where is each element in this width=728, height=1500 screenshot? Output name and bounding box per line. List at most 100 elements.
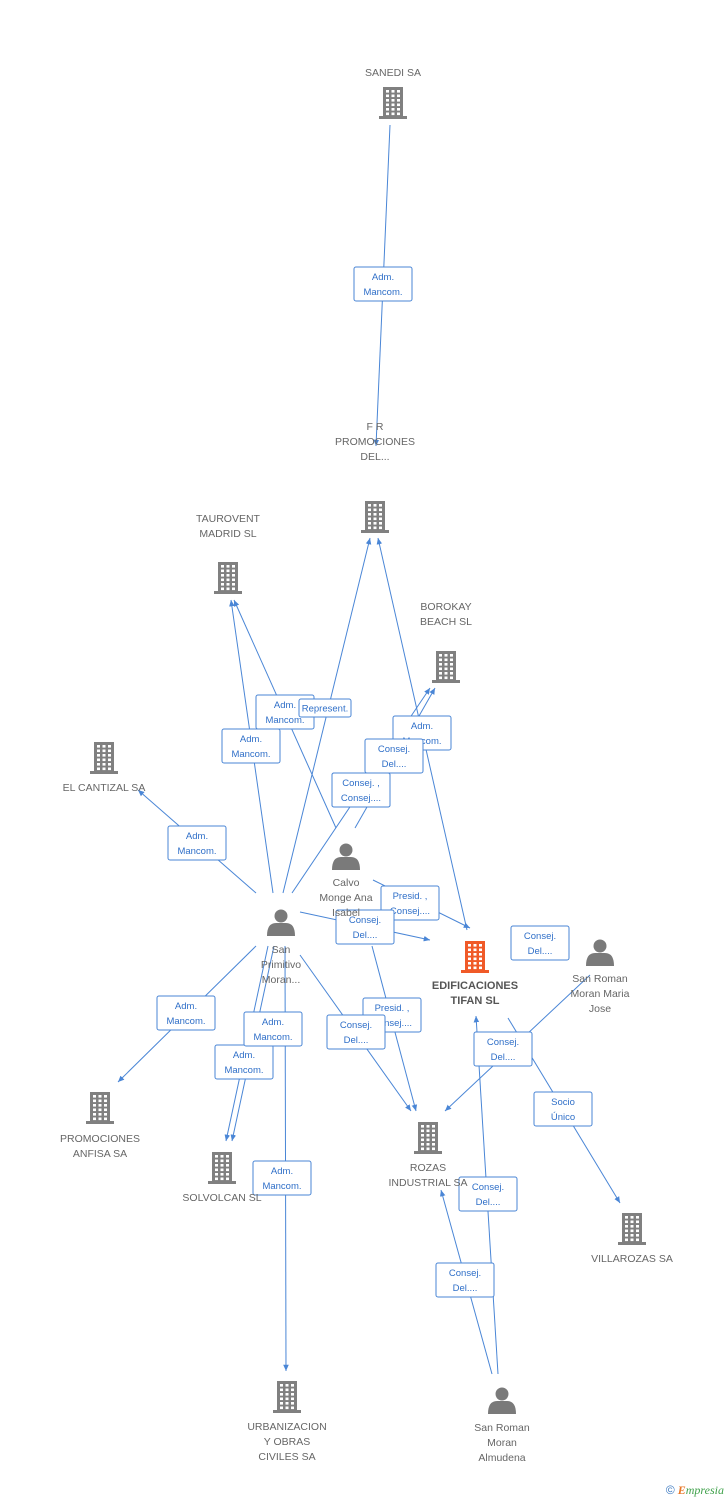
edge-label-text: Adm. xyxy=(233,1050,255,1061)
node-primitivo[interactable]: SanPrimitivoMoran... xyxy=(261,909,301,987)
edge-label-box[interactable] xyxy=(364,738,424,774)
node-label: DEL... xyxy=(360,451,389,463)
edge-label-primitivo-tifan[interactable]: Consej.Del.... xyxy=(335,909,395,945)
edge-label-text: Socio xyxy=(551,1097,575,1108)
node-label: Almudena xyxy=(478,1452,525,1464)
building-icon xyxy=(414,1122,442,1154)
edge-label-text: Adm. xyxy=(262,1017,284,1028)
edge-label-text: Mancom. xyxy=(231,749,270,760)
building-icon xyxy=(208,1152,236,1184)
edge-label-text: Consej. , xyxy=(342,778,380,789)
node-villarozas[interactable]: VILLAROZAS SA xyxy=(591,1213,673,1265)
building-icon xyxy=(214,562,242,594)
node-label: SOLVOLCAN SL xyxy=(182,1192,261,1204)
edge-label-primitivo-rozas[interactable]: Consej.Del.... xyxy=(326,1014,386,1050)
node-label: BOROKAY xyxy=(420,601,471,613)
node-label: Monge Ana xyxy=(319,892,372,904)
edge-label-box[interactable] xyxy=(353,266,413,302)
building-icon xyxy=(432,651,460,683)
node-taurovent[interactable]: TAUROVENT MADRID SL xyxy=(196,513,261,594)
edge-label-box[interactable] xyxy=(533,1091,593,1127)
edge-label-box[interactable] xyxy=(326,1014,386,1050)
node-label: Y OBRAS xyxy=(264,1436,311,1448)
node-cantizal[interactable]: EL CANTIZAL SA xyxy=(63,742,146,794)
edge-label-almudena-tifan[interactable]: Consej.Del.... xyxy=(458,1176,518,1212)
edge-label-box[interactable] xyxy=(243,1011,303,1047)
edge-label-almudena-rozas[interactable]: Consej. Del.... xyxy=(435,1262,495,1298)
person-icon xyxy=(586,939,614,966)
edge-label-text: Del.... xyxy=(453,1283,478,1294)
edge-label-calvo-borokay[interactable]: Consej.Del.... xyxy=(364,738,424,774)
edge-label-text: Del.... xyxy=(476,1197,501,1208)
node-label: Primitivo xyxy=(261,959,301,971)
node-label: ANFISA SA xyxy=(73,1148,127,1160)
edge-label-primitivo-cantizal[interactable]: Adm.Mancom. xyxy=(167,825,227,861)
edge-label-text: Adm. xyxy=(274,700,296,711)
node-label: Moran... xyxy=(262,974,301,986)
edge-label-mariajose-tifan[interactable]: Consej.Del.... xyxy=(473,1031,533,1067)
edge-label-sanedi-frpromo[interactable]: Adm. Mancom. xyxy=(353,266,413,302)
edge-label-box[interactable] xyxy=(473,1031,533,1067)
edge-label-text: Mancom. xyxy=(177,846,216,857)
edge-label-text: Adm. xyxy=(372,272,394,283)
edge-label-text: Presid. , xyxy=(375,1003,410,1014)
edge-label-text: Mancom. xyxy=(363,287,402,298)
node-solvolcan[interactable]: SOLVOLCAN SL xyxy=(182,1152,262,1204)
edge-label-box[interactable] xyxy=(167,825,227,861)
node-label: F R xyxy=(367,421,384,433)
edge-label-primitivo-taurovent[interactable]: Adm.Mancom. xyxy=(221,728,281,764)
node-sanedi[interactable]: SANEDI SA xyxy=(365,67,421,119)
edge-label-text: Consej. xyxy=(449,1268,481,1279)
edge-label-primitivo-borokay[interactable]: Consej. ,Consej.... xyxy=(331,772,391,808)
edge-label-primitivo-anfisa[interactable]: Adm. Mancom. xyxy=(156,995,216,1031)
edge-label-primitivo-urbanizacion[interactable]: Adm.Mancom. xyxy=(252,1160,312,1196)
edge-label-text: Mancom. xyxy=(265,715,304,726)
edge-label-mariajose-rozas[interactable]: Consej.Del.... xyxy=(510,925,570,961)
building-icon xyxy=(90,742,118,774)
edge-label-box[interactable] xyxy=(458,1176,518,1212)
edge-labels-layer: Adm.Mancom.Adm.Mancom.Adm.Mancom.Represe… xyxy=(156,266,593,1298)
edge-label-text: Consej.... xyxy=(390,906,430,917)
node-label: TAUROVENT xyxy=(196,513,261,525)
edge-label-box[interactable] xyxy=(221,728,281,764)
brand-initial: E xyxy=(677,1483,686,1497)
copyright-symbol: © xyxy=(665,1483,675,1497)
person-icon xyxy=(267,909,295,936)
node-label: URBANIZACION xyxy=(247,1421,326,1433)
edge-label-primitivo-solvolcan[interactable]: Adm.Mancom. xyxy=(243,1011,303,1047)
node-label: SANEDI SA xyxy=(365,67,421,79)
node-label: MADRID SL xyxy=(199,528,256,540)
edge-label-text: Mancom. xyxy=(224,1065,263,1076)
edge-label-text: Consej. xyxy=(487,1037,519,1048)
edge-label-calvo-taurovent[interactable]: Represent. xyxy=(298,698,352,718)
edge-label-box[interactable] xyxy=(510,925,570,961)
edge-label-text: Adm. xyxy=(411,721,433,732)
edge-primitivo-to-urbanizacion xyxy=(283,945,289,1372)
edge-label-box[interactable] xyxy=(335,909,395,945)
edge-label-text: Mancom. xyxy=(166,1016,205,1027)
edge-label-box[interactable] xyxy=(331,772,391,808)
edge-label-box[interactable] xyxy=(298,698,352,718)
edge-label-box[interactable] xyxy=(252,1160,312,1196)
edge-label-text: Adm. xyxy=(175,1001,197,1012)
node-label: Jose xyxy=(589,1003,611,1015)
edge-label-box[interactable] xyxy=(156,995,216,1031)
edge-label-calvo-tifan[interactable]: Presid. ,Consej.... xyxy=(380,885,440,921)
edge-label-box[interactable] xyxy=(435,1262,495,1298)
edge-label-box[interactable] xyxy=(380,885,440,921)
node-frpromo[interactable]: F RPROMOCIONESDEL... xyxy=(335,421,415,533)
edge-label-primitivo-solvolcan[interactable]: Adm. Mancom. xyxy=(214,1044,274,1080)
edge-label-text: Represent. xyxy=(302,704,348,715)
node-label: Moran Maria xyxy=(571,988,630,1000)
